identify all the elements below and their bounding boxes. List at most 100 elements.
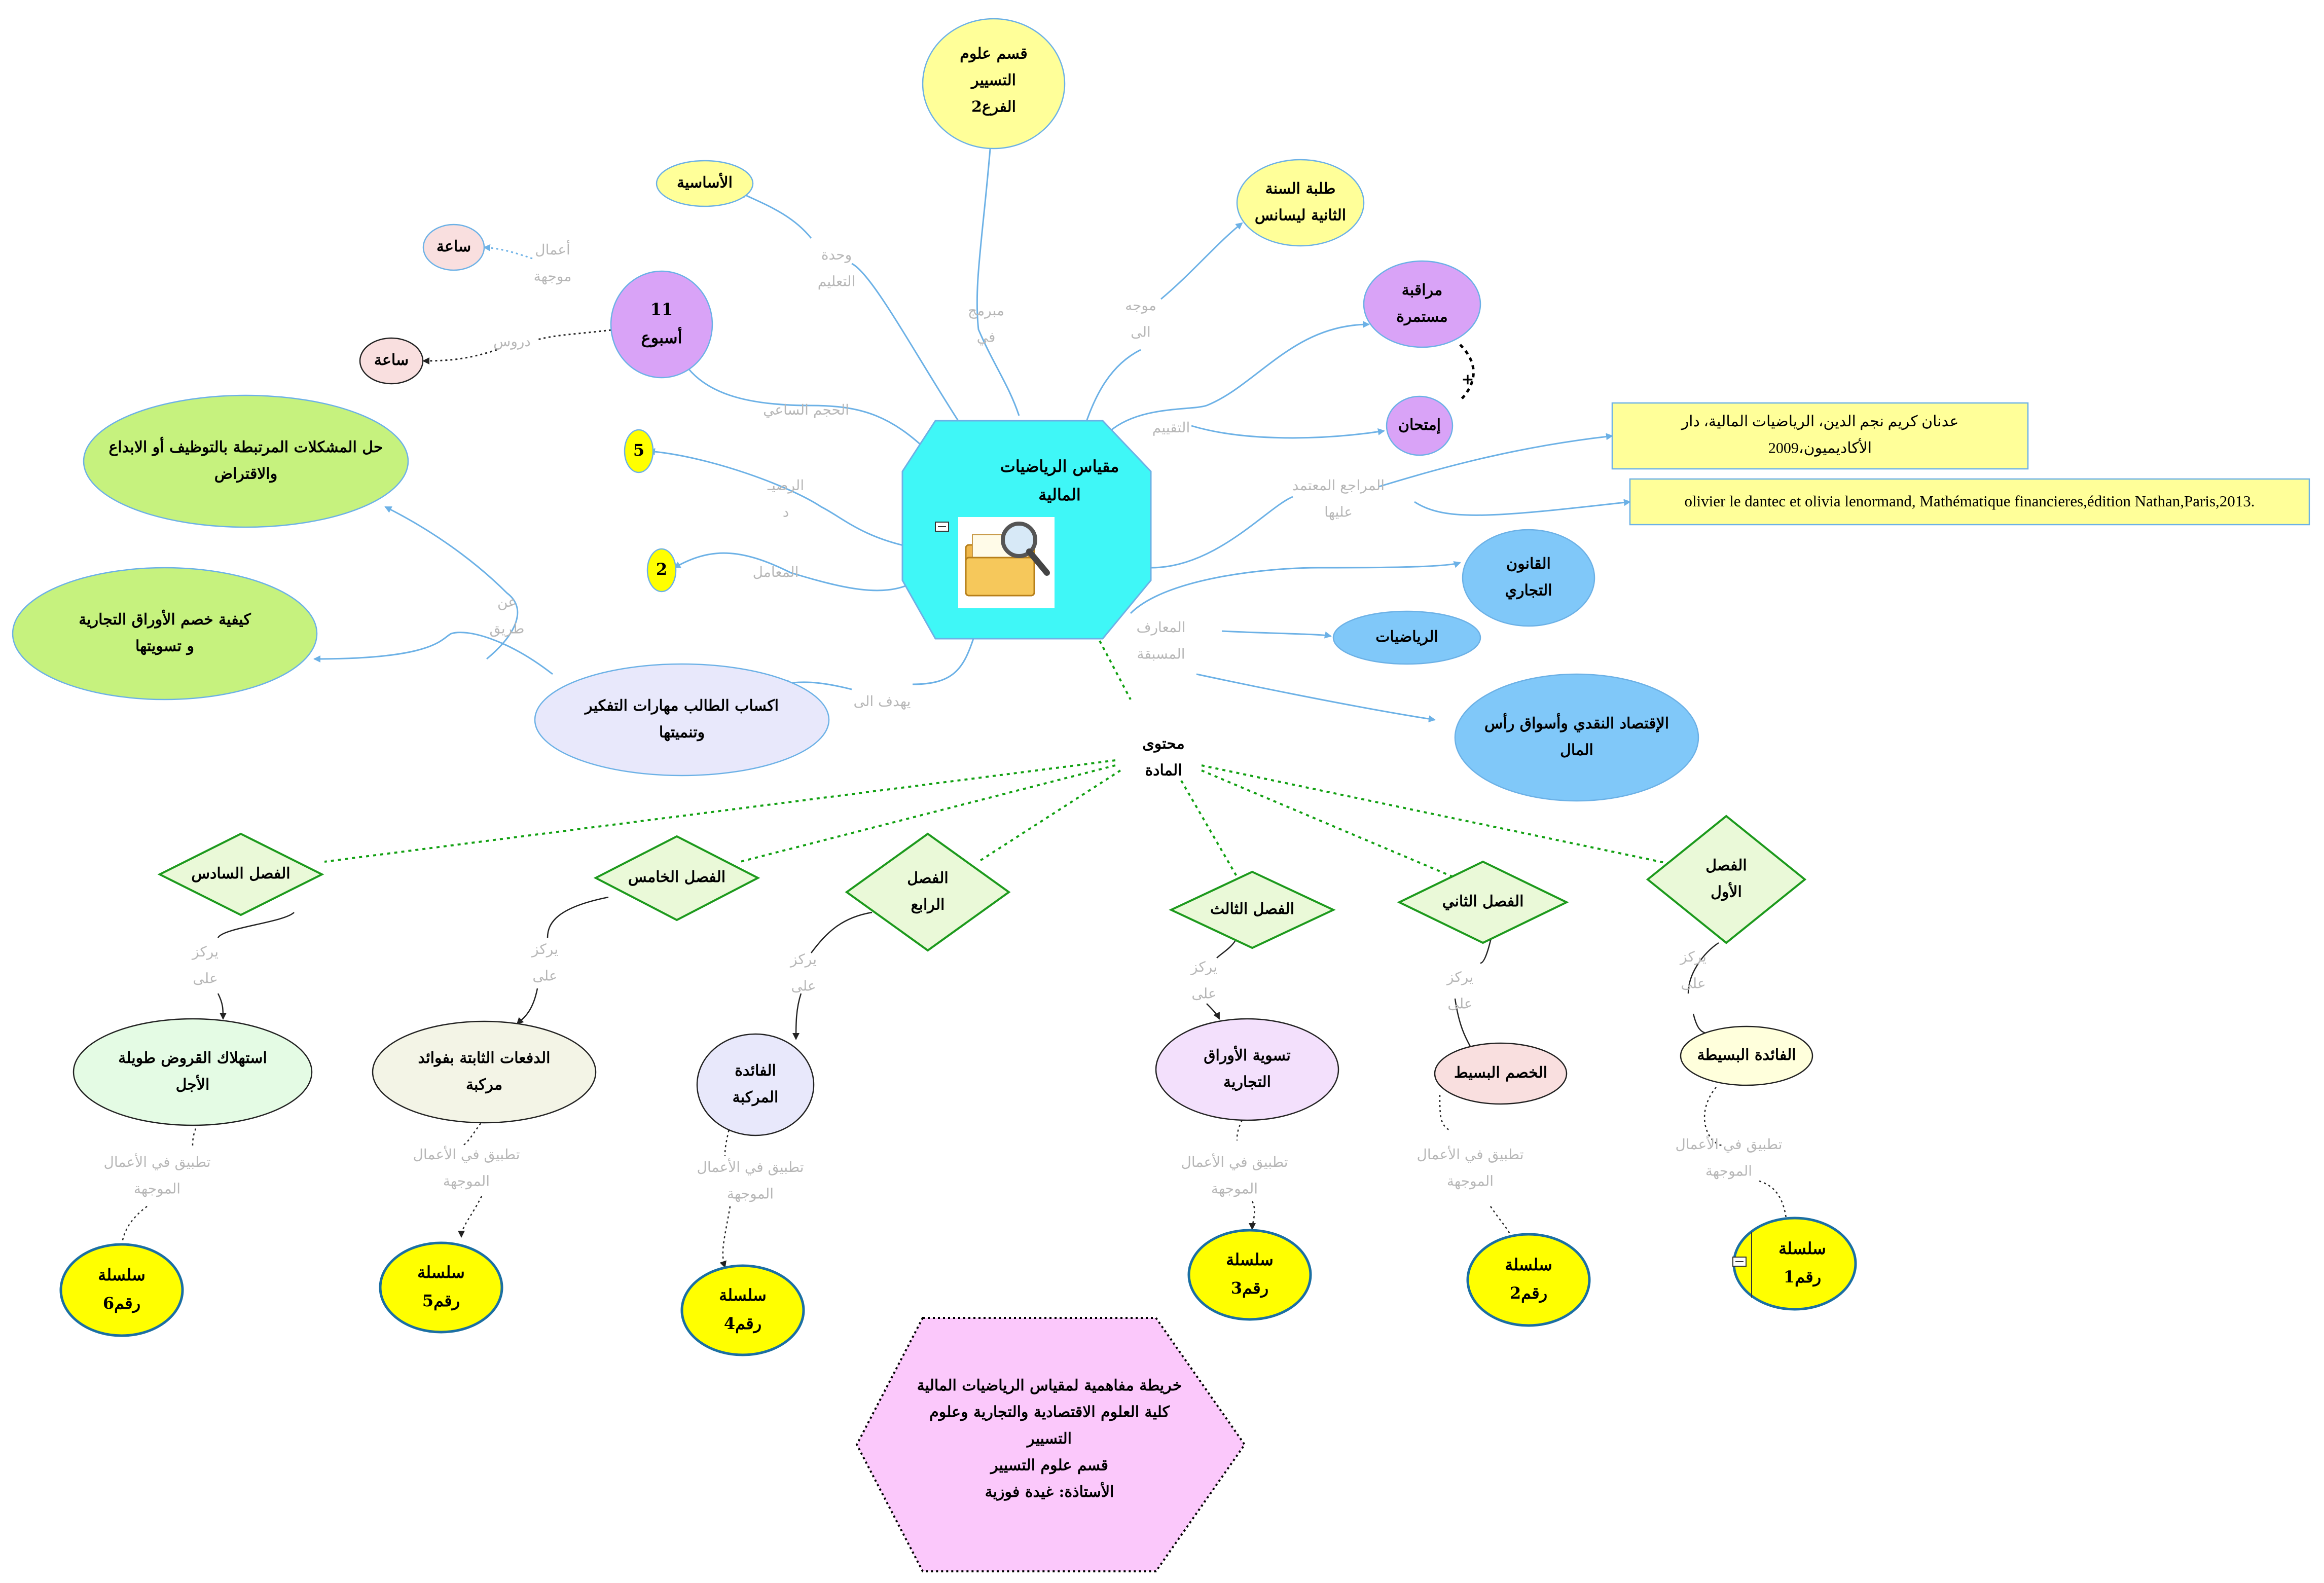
text-line: الثانية ليسانس [1255,206,1346,224]
text-line: مبرمج [968,302,1004,318]
text-line: الموجهة [1211,1180,1258,1197]
text-line: المال [1560,741,1593,759]
basic-node[interactable]: الأساسية [656,160,754,207]
text-line: الدفعات الثابتة بفوائد [418,1049,551,1067]
connectors [122,136,1787,1267]
edge-to-discount [313,632,553,675]
text-line: رقم1 [1784,1267,1821,1287]
text-line: و تسويتها [135,637,194,655]
topic-2[interactable]: الخصم البسيط [1434,1042,1568,1105]
math-node[interactable]: الرياضيات [1332,610,1481,665]
svg-text:حل المشكلات المرتبطة بالتوظيف: حل المشكلات المرتبطة بالتوظيف أو الابداع… [108,436,383,483]
label-lessons: دروس [493,333,531,350]
text-line: القانون [1506,555,1551,573]
series-1[interactable]: سلسلة رقم1 [1732,1217,1857,1311]
edge-to-coef [673,552,913,592]
text-line: في [977,328,996,345]
text-line: يهدف الى [854,693,911,710]
label-coefficient: المعامل [753,564,799,580]
law-node[interactable]: القانون التجاري [1462,529,1595,627]
edge-to-references [1150,436,1612,569]
text-line: على [1191,985,1216,1002]
skills-node[interactable]: اكساب الطالب مهارات التفكير وتنميتها [534,663,830,777]
text-line: قسم علوم [960,45,1027,63]
text-line: على [532,967,557,984]
chapter-4[interactable]: الفصل الرابع [845,832,1011,952]
attachment-icon[interactable] [1732,1232,1752,1298]
text-line: يركز [1679,948,1706,965]
text-line: تطبيق في الأعمال [1417,1145,1523,1162]
problems-node[interactable]: حل المشكلات المرتبطة بالتوظيف أو الابداع… [83,394,409,528]
text-line: الإقتصاد النقدي وأسواق رأس [1484,713,1669,733]
topic-5[interactable]: الدفعات الثابتة بفوائد مركبة [372,1020,597,1124]
svg-text:عدنان كريم نجم الدين، الرياضيا: عدنان كريم نجم الدين، الرياضيات المالية،… [1681,413,1959,457]
attachment-icon[interactable] [935,522,949,532]
chapter-6[interactable]: الفصل السادس [157,832,324,916]
hour-top-node[interactable]: ساعة [422,224,485,271]
text-line: يركز [789,950,817,967]
svg-text:الفصل السادس: الفصل السادس [191,865,290,882]
text-line: المالية [1038,485,1080,504]
text-line: يركز [1446,968,1473,985]
text-line: سلسلة [1778,1239,1826,1258]
economy-node[interactable]: الإقتصاد النقدي وأسواق رأس المال [1454,673,1699,802]
text-line: المعامل [753,564,799,580]
exam-node[interactable]: إمتحان [1386,395,1454,456]
text-line: الفصل الثالث [1210,900,1294,918]
label-evaluation: التقييم [1152,419,1190,436]
text-line: مركبة [466,1076,502,1093]
reference-1-node[interactable]: عدنان كريم نجم الدين، الرياضيات المالية،… [1611,402,2029,470]
chapter-2[interactable]: الفصل الثاني [1397,860,1569,944]
edge-to-students [1084,223,1242,426]
edge-to-economy [1196,673,1436,723]
text-line: اكساب الطالب مهارات التفكير [584,697,779,715]
chapter-3[interactable]: الفصل الثالث [1169,870,1336,949]
balance-node[interactable]: 5 [624,429,654,473]
topic-1[interactable]: الفائدة البسيطة [1680,1025,1813,1086]
text-line: التعليم [818,273,856,289]
text-line: الفصل الخامس [628,868,725,886]
edge-to-problems [384,506,519,660]
text-line: التسيير [1026,1430,1072,1448]
text-line: التجاري [1505,581,1552,599]
svg-text:خريطة مفاهمية لمقياس الرياضيات: خريطة مفاهمية لمقياس الرياضيات الماليةكل… [917,1377,1182,1501]
coef-node[interactable]: 2 [646,548,677,593]
text-line: وتنميتها [659,723,705,741]
text-line: المادة [1145,761,1182,779]
text-line: الرابع [911,896,945,913]
reference-2-node[interactable]: olivier le dantec et olivia lenormand, M… [1629,478,2310,526]
text-line: الفصل [907,869,948,887]
edge-to-basic [740,193,959,421]
chapter-5[interactable]: الفصل الخامس [593,835,760,922]
hour-bottom-node[interactable]: ساعة [359,337,424,385]
text-line: عن [497,593,517,610]
edge-to-continuous [1110,321,1370,432]
text-line: عدنان كريم نجم الدين، الرياضيات المالية،… [1681,413,1959,430]
text-line: ساعة [437,238,471,255]
